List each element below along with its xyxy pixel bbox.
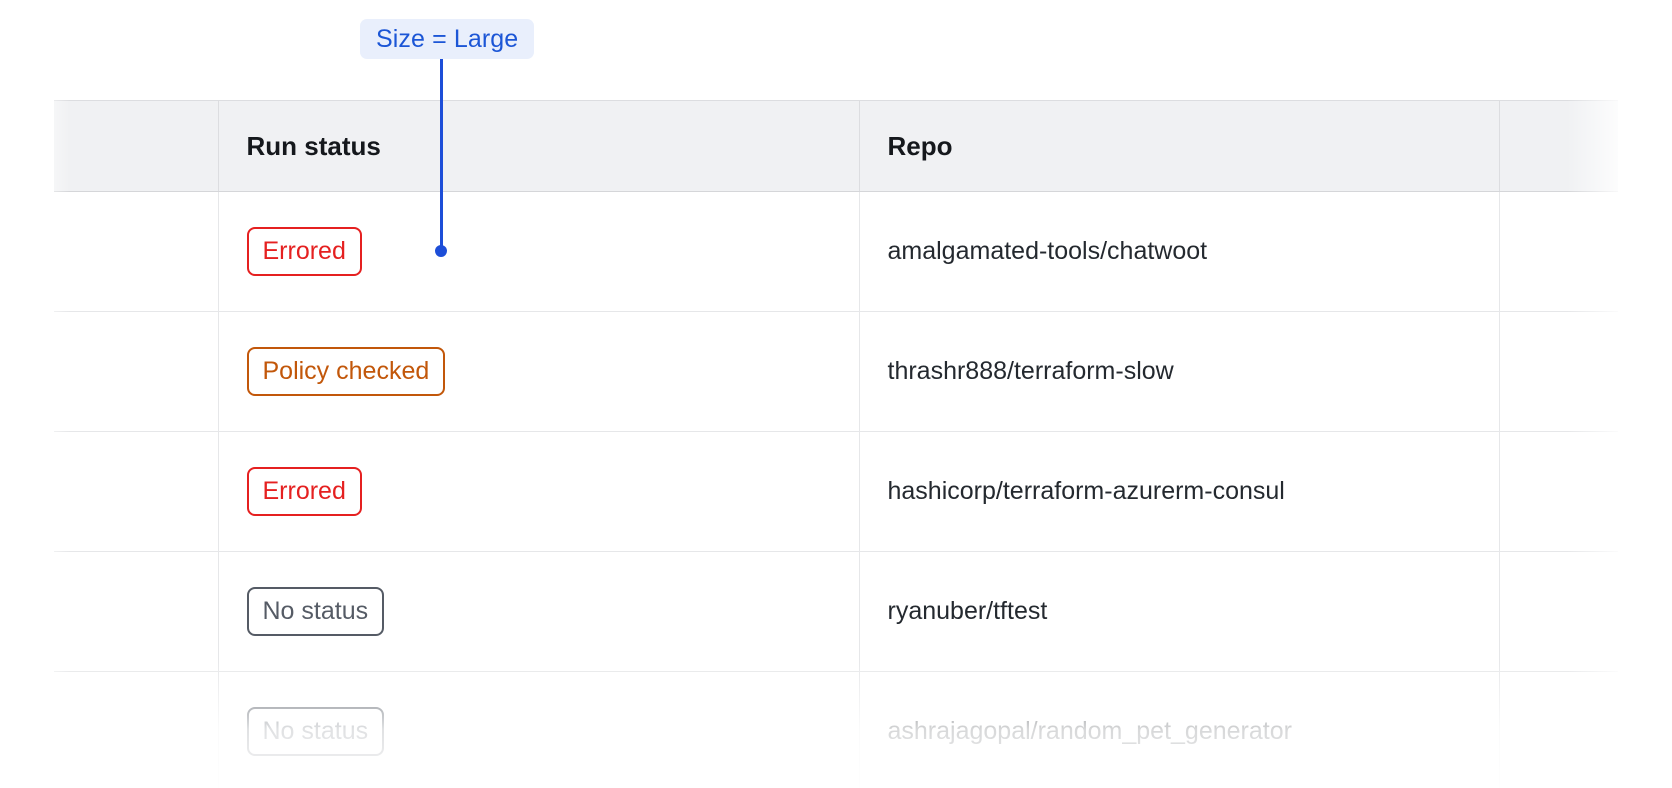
column-header-repo[interactable]: Repo <box>859 100 1500 192</box>
column-header-run-status[interactable]: Run status <box>218 100 860 192</box>
cell-run-status: Errored <box>218 431 860 552</box>
cell-run-status: Policy checked <box>218 311 860 432</box>
cell-repo[interactable]: ryanuber/tftest <box>859 551 1500 672</box>
cell-leading <box>54 311 219 432</box>
table-row[interactable]: No status ashrajagopal/random_pet_generat… <box>54 671 1618 788</box>
cell-leading <box>54 191 219 312</box>
cell-run-status: No status <box>218 671 860 788</box>
annotation-badge-size-large: Size = Large <box>360 19 535 59</box>
status-badge[interactable]: Errored <box>246 467 362 516</box>
table-row[interactable]: No status ryanuber/tftest <box>54 551 1618 672</box>
header-row: Run status Repo <box>54 100 1618 192</box>
cell-leading <box>54 551 219 672</box>
cell-run-status: Errored <box>218 191 860 312</box>
cell-repo[interactable]: thrashr888/terraform-slow <box>859 311 1500 432</box>
runs-table-header: Run status Repo <box>54 100 1618 192</box>
status-badge[interactable]: Policy checked <box>246 347 446 396</box>
cell-trailing <box>1499 311 1618 432</box>
cell-run-status: No status <box>218 551 860 672</box>
column-header-trailing <box>1499 100 1618 192</box>
status-badge[interactable]: No status <box>246 707 385 756</box>
runs-table: Run status Repo Errored amalgamated-tools… <box>54 100 1618 788</box>
status-badge[interactable]: Errored <box>246 227 362 276</box>
cell-trailing <box>1499 551 1618 672</box>
status-badge[interactable]: No status <box>246 587 385 636</box>
annotation-label: Size = Large <box>376 24 519 53</box>
cell-repo[interactable]: hashicorp/terraform-azurerm-consul <box>859 431 1500 552</box>
cell-leading <box>54 671 219 788</box>
runs-table-container: Run status Repo Errored amalgamated-tools… <box>54 100 1618 788</box>
cell-repo[interactable]: amalgamated-tools/chatwoot <box>859 191 1500 312</box>
cell-trailing <box>1499 671 1618 788</box>
table-row[interactable]: Policy checked thrashr888/terraform-slow <box>54 311 1618 432</box>
table-row[interactable]: Errored hashicorp/terraform-azurerm-consu… <box>54 431 1618 552</box>
column-header-leading <box>54 100 219 192</box>
annotation-connector-dot <box>435 245 447 257</box>
annotation-connector-line <box>440 59 443 251</box>
cell-repo[interactable]: ashrajagopal/random_pet_generator <box>859 671 1500 788</box>
cell-trailing <box>1499 431 1618 552</box>
cell-leading <box>54 431 219 552</box>
cell-trailing <box>1499 191 1618 312</box>
table-row[interactable]: Errored amalgamated-tools/chatwoot <box>54 191 1618 312</box>
